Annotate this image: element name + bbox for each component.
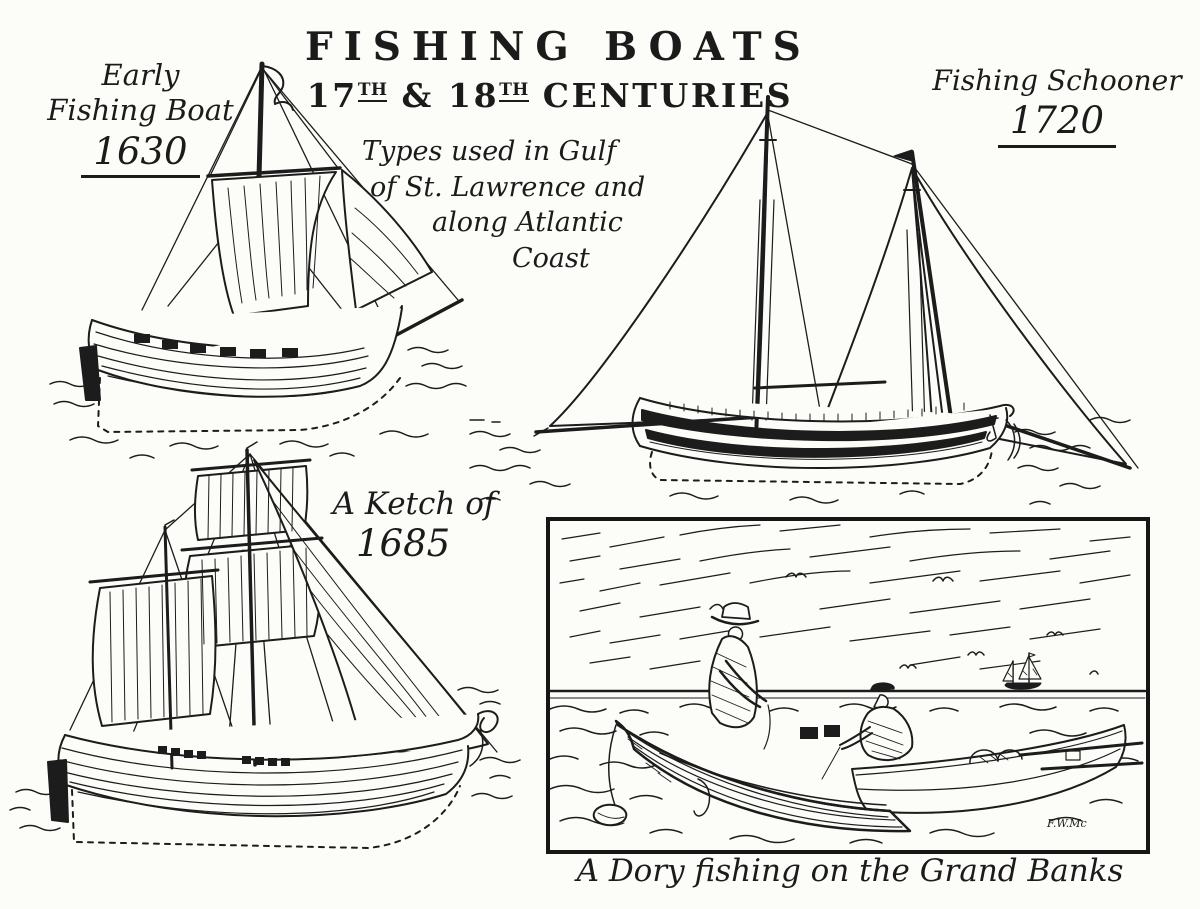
oar [1042, 763, 1142, 769]
furled-gaff [755, 382, 885, 388]
standing-fisherman [709, 603, 770, 749]
artist-signature: F.W.Mc [1046, 817, 1087, 830]
title-17: 17 [306, 76, 358, 115]
schooner-water [470, 418, 1130, 505]
bow-hatching [628, 739, 671, 782]
early-boat-water [50, 348, 466, 459]
fishing-schooner-illustration [470, 80, 1150, 520]
seated-fisherman [822, 683, 912, 779]
schooner-sails [550, 112, 1126, 464]
ketch-hull [48, 711, 498, 822]
schooner-hull [633, 398, 1021, 468]
early-boat-label: Early Fishing Boat 1630 [28, 58, 253, 179]
early-fishing-boat-illustration [50, 48, 490, 468]
ketch-label: A Ketch of 1685 [308, 486, 520, 565]
title-18: 18 [448, 76, 500, 115]
yard [208, 168, 340, 176]
subtitle-line: along Atlantic [432, 207, 623, 239]
trawl-roll [694, 779, 710, 816]
early-boat-name-line2: Fishing Boat [47, 92, 234, 127]
schooner-name: Fishing Schooner [932, 64, 1182, 97]
net-bundle [970, 750, 998, 763]
course-yard [182, 538, 322, 550]
seagulls [710, 573, 1098, 674]
hauling-line [764, 705, 770, 749]
fishing-line [822, 747, 840, 779]
bulwark-rail [670, 402, 964, 421]
schooner-year: 1720 [997, 100, 1117, 148]
ketch-water [10, 688, 520, 831]
subtitle-line: Types used in Gulf [362, 136, 617, 167]
hat-brim [712, 617, 758, 624]
dory-scene-illustration: F.W.Mc [550, 521, 1145, 850]
sky-hatching [560, 525, 1130, 669]
gunports [158, 746, 290, 766]
title-line2: 17TH & 18TH CENTURIES [305, 76, 795, 115]
ketch-name: A Ketch of [332, 486, 496, 522]
front-dory [609, 721, 910, 831]
mast-hoops [752, 200, 774, 420]
cap [870, 683, 894, 691]
arm [840, 727, 872, 749]
subtitle-line: Coast [512, 242, 590, 274]
dory-scene-frame: F.W.Mc [546, 517, 1150, 854]
gear-box [1066, 751, 1080, 760]
ketch-year: 1685 [356, 522, 451, 565]
bow-spray [1006, 420, 1015, 460]
far-gunwale [660, 753, 886, 805]
early-boat-hull [80, 306, 402, 400]
dory-caption: A Dory fishing on the Grand Banks [576, 853, 1124, 889]
title-ampersand: & [387, 76, 449, 115]
gunports [134, 334, 298, 358]
underwater-hull-outline [72, 786, 460, 848]
early-boat-year: 1630 [81, 131, 200, 179]
hat-crown [722, 603, 750, 619]
arms [720, 661, 766, 707]
painter-rope [609, 725, 620, 817]
topsail-yard [192, 460, 310, 470]
bow-scroll [478, 711, 498, 732]
bow-spray [470, 730, 483, 766]
title-line1: FISHING BOATS [305, 24, 812, 70]
schooner-label: Fishing Schooner 1720 [922, 64, 1192, 148]
title-17-sup: TH [357, 80, 388, 102]
rudder [80, 346, 100, 400]
early-boat-name-line1: Early [101, 58, 180, 92]
bait-tubs [800, 725, 840, 739]
oar [1020, 743, 1142, 755]
anchor [984, 415, 998, 441]
title-centuries: CENTURIES [528, 76, 794, 115]
subtitle-line: of St. Lawrence and [370, 171, 646, 203]
distant-schooner [1003, 653, 1041, 689]
underwater-hull-outline [98, 378, 400, 432]
rudder [48, 760, 68, 822]
early-boat-sails [212, 170, 432, 316]
ketch-sails [93, 460, 488, 753]
horizon [550, 691, 1145, 698]
plate-subtitle: Types used in Gulf of St. Lawrence and a… [362, 134, 762, 277]
title-18-sup: TH [499, 80, 529, 102]
ketch-masts [90, 442, 322, 768]
pennant-flag [263, 66, 293, 110]
floating-barrel [594, 805, 627, 826]
plate-title: FISHING BOATS 17TH & 18TH CENTURIES [305, 24, 812, 115]
ketch-illustration [10, 430, 550, 890]
pennant-flag [894, 150, 912, 161]
underwater-hull-outline [650, 450, 992, 484]
mizzen-yard [90, 570, 218, 582]
